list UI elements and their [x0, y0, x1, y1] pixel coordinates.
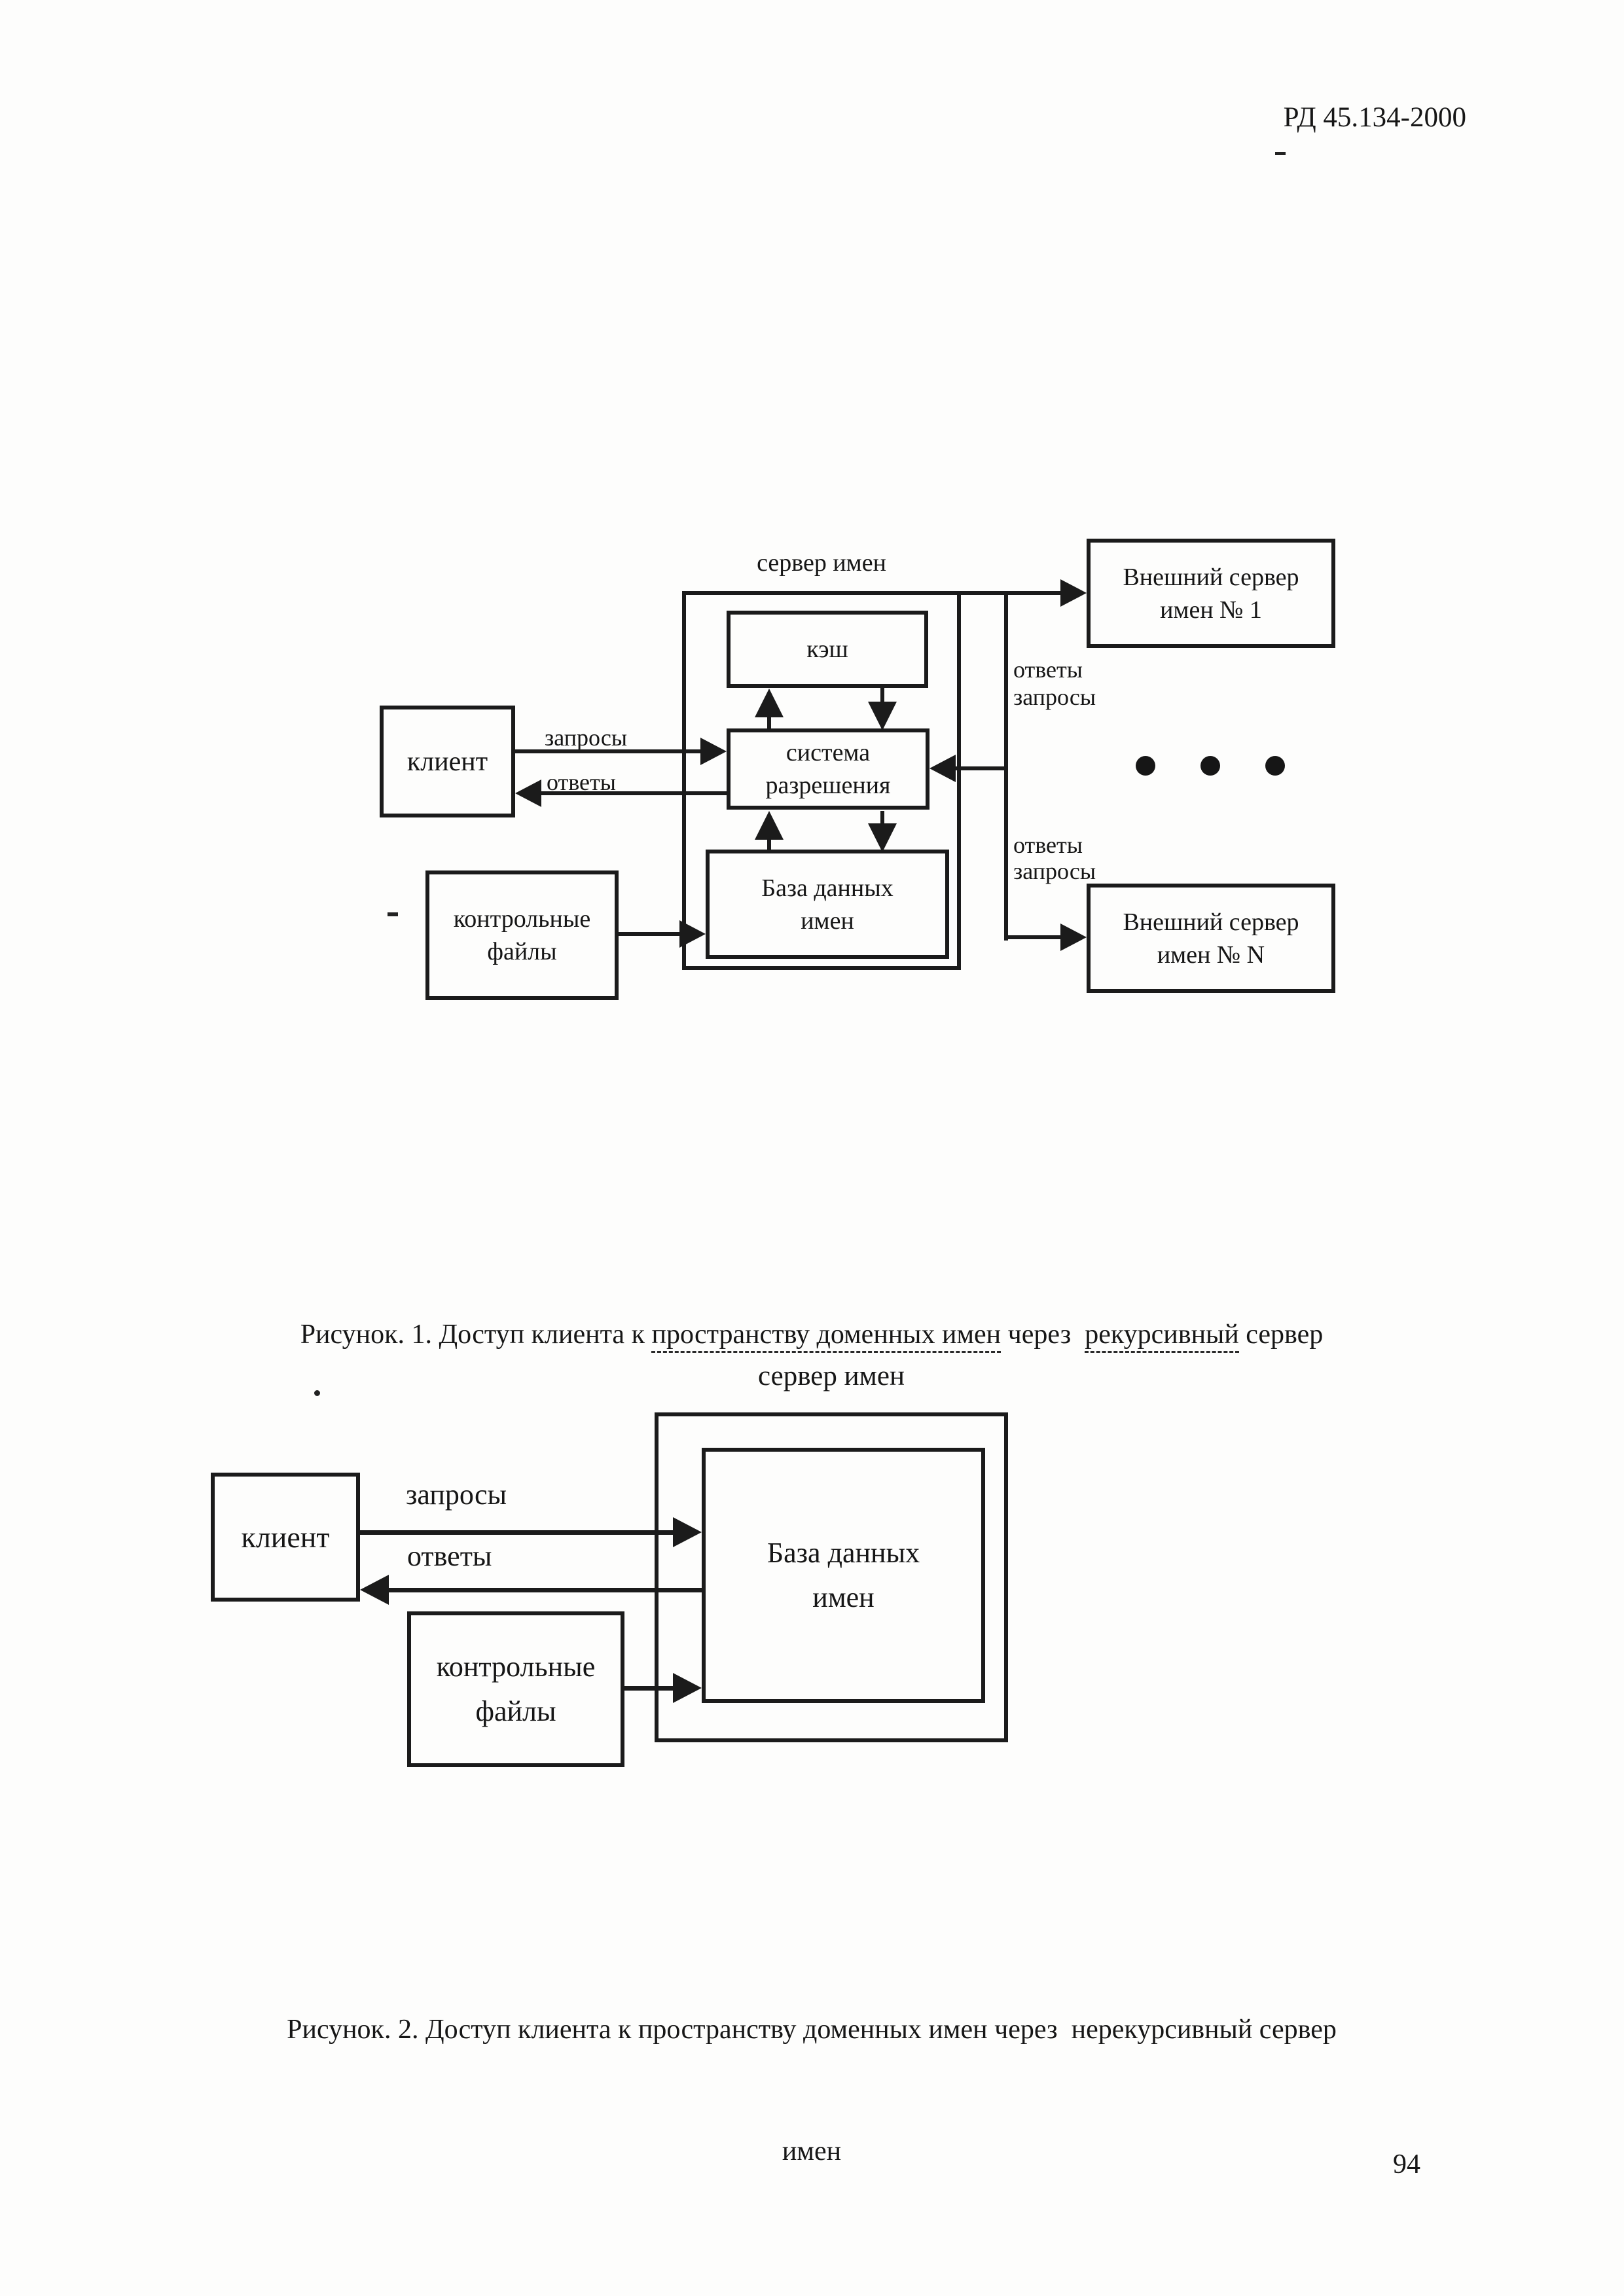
- figure1-caption: Рисунок. 1. Доступ клиента к пространств…: [164, 1233, 1460, 1558]
- figure1-arrow-up-to-cache-head: [755, 689, 784, 717]
- figure2-control-files-box: контрольные файлы: [407, 1611, 624, 1767]
- ellipsis-dot-icon: [1136, 756, 1155, 776]
- figure1-external-server-1-line1: Внешний сервер: [1123, 563, 1299, 591]
- figure1-link-top-line: [960, 591, 1063, 595]
- figure1-link-return-arrow-head: [929, 755, 956, 782]
- figure1-external-server-1-line2: имен № 1: [1160, 596, 1262, 624]
- figure1-link-bottom-arrow-head: [1060, 924, 1087, 951]
- figure2-control-files-label-line1: контрольные: [436, 1651, 596, 1683]
- figure2-client-box: клиент: [211, 1473, 360, 1602]
- figure1-control-files-arrow-head: [679, 920, 706, 948]
- figure1-resolver-box: система разрешения: [727, 728, 929, 810]
- figure1-external-server-n-line1: Внешний сервер: [1123, 908, 1299, 936]
- figure1-responses-label: ответы: [547, 769, 616, 795]
- figure2-control-files-arrow-line: [624, 1686, 674, 1691]
- figure2-caption-line2: имен: [782, 2136, 842, 2166]
- figure1-caption-underlined-text: пространству доменных имен: [651, 1319, 1001, 1353]
- figure2-caption: Рисунок. 2. Доступ клиента к пространств…: [164, 1928, 1460, 2253]
- figure1-requests-arrow-head: [700, 738, 727, 765]
- figure1-caption-line1: Рисунок. 1. Доступ клиента к пространств…: [164, 1314, 1460, 1355]
- figure2-responses-arrow-head: [360, 1575, 389, 1605]
- figure1-bottom-requests-label: запросы: [1013, 858, 1096, 884]
- figure1-caption-text: Рисунок. 1. Доступ клиента к: [300, 1319, 652, 1350]
- figure1-bottom-answers-label: ответы: [1013, 832, 1083, 858]
- figure2-database-box: База данных имен: [702, 1448, 985, 1703]
- figure1-link-top-arrow-head: [1060, 579, 1087, 607]
- figure1-database-label-line1: База данных: [761, 874, 893, 902]
- figure2-client-label: клиент: [241, 1520, 330, 1554]
- figure1-link-bottom-line: [1004, 935, 1063, 939]
- figure1-responses-arrow-head: [515, 780, 541, 807]
- figure2-database-label-line2: имен: [812, 1581, 875, 1613]
- page-number: 94: [1393, 2149, 1420, 2179]
- figure1-resolver-label-line1: система: [785, 739, 871, 766]
- figure2-responses-label: ответы: [407, 1540, 492, 1572]
- figure1-arrow-up-to-cache-line: [767, 715, 771, 730]
- figure1-control-files-arrow-line: [619, 932, 681, 936]
- figure1-caption-text: сервер: [1238, 1319, 1324, 1350]
- figure1-control-files-box: контрольные файлы: [425, 870, 619, 1000]
- figure1-requests-label: запросы: [545, 725, 628, 751]
- figure1-cache-box: кэш: [727, 611, 928, 688]
- figure1-caption-underlined-text: рекурсивный: [1085, 1319, 1239, 1353]
- figure1-client-label: клиент: [406, 746, 488, 777]
- figure2-caption-line1: Рисунок. 2. Доступ клиента к пространств…: [287, 2015, 1337, 2045]
- scan-artifact: [388, 912, 398, 916]
- figure1-name-server-label: сервер имен: [757, 549, 886, 577]
- figure2-responses-arrow-line: [388, 1588, 702, 1592]
- figure2-requests-arrow-head: [673, 1517, 702, 1547]
- figure1-external-server-n-box: Внешний сервер имен № N: [1087, 884, 1335, 993]
- figure1-top-requests-label: запросы: [1013, 684, 1096, 710]
- figure1-link-vertical-line: [1004, 591, 1008, 941]
- figure1-control-files-label-line1: контрольные: [453, 905, 591, 933]
- figure2-database-label-line1: База данных: [767, 1537, 920, 1569]
- figure1-arrow-down-to-resolver-head: [868, 702, 897, 730]
- figure1-database-box: База данных имен: [706, 850, 949, 959]
- scan-artifact: [314, 1390, 320, 1396]
- figure1-caption-text: через: [1001, 1319, 1085, 1350]
- scan-artifact: [1275, 152, 1286, 155]
- figure1-arrow-up-to-resolver-line: [767, 837, 771, 851]
- figure1-arrow-down-to-resolver-line: [880, 688, 884, 704]
- figure1-requests-arrow-line: [515, 749, 703, 753]
- document-code-header: РД 45.134-2000: [1283, 102, 1466, 133]
- figure1-responses-arrow-line: [540, 791, 727, 795]
- figure2-name-server-label: сервер имен: [758, 1361, 905, 1391]
- figure1-arrow-up-to-resolver-head: [755, 811, 784, 840]
- figure1-top-answers-label: ответы: [1013, 656, 1083, 683]
- figure1-cache-label: кэш: [806, 636, 848, 663]
- figure2-requests-arrow-line: [360, 1530, 676, 1535]
- figure2-control-files-arrow-head: [673, 1673, 702, 1703]
- figure1-database-label-line2: имен: [801, 906, 854, 935]
- figure1-arrow-down-to-database-head: [868, 823, 897, 852]
- figure1-control-files-label-line2: файлы: [487, 938, 557, 965]
- figure1-client-box: клиент: [380, 706, 515, 817]
- figure1-external-server-n-line2: имен № N: [1157, 941, 1265, 969]
- figure1-resolver-label-line2: разрешения: [765, 772, 891, 799]
- figure1-link-return-line: [954, 766, 1008, 770]
- figure2-control-files-label-line2: файлы: [475, 1695, 556, 1727]
- ellipsis-dot-icon: [1200, 756, 1220, 776]
- figure1-arrow-down-to-database-line: [880, 811, 884, 825]
- ellipsis-dot-icon: [1265, 756, 1285, 776]
- figure2-requests-label: запросы: [406, 1479, 507, 1511]
- figure1-external-server-1-box: Внешний сервер имен № 1: [1087, 539, 1335, 648]
